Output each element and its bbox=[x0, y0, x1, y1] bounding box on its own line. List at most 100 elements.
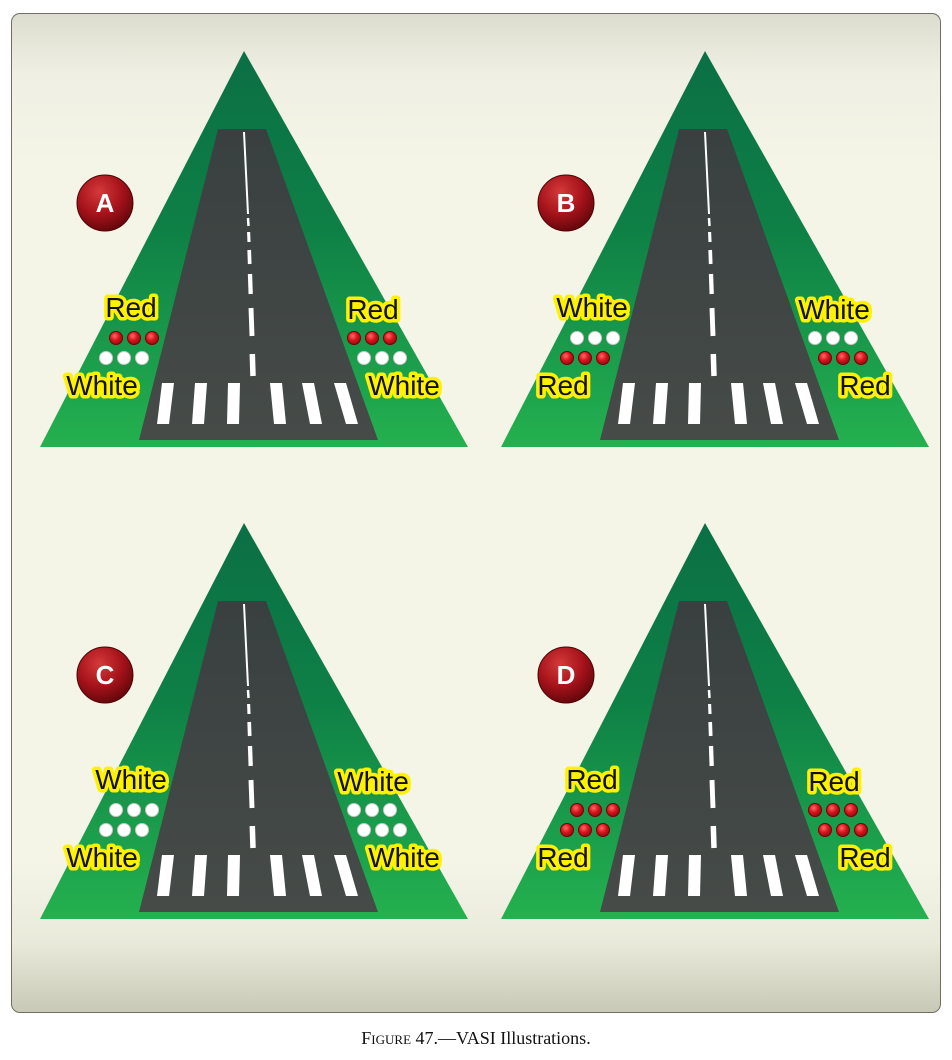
centerline-dash bbox=[707, 217, 711, 227]
left-upper-label: Red bbox=[566, 764, 617, 795]
threshold-bar bbox=[334, 855, 358, 896]
right-lower-light bbox=[854, 823, 868, 837]
right-lower-light bbox=[393, 351, 407, 365]
centerline-dash bbox=[249, 353, 256, 377]
panel-letter-badge bbox=[537, 646, 595, 704]
left-upper-light bbox=[606, 803, 620, 817]
centerline-dash bbox=[247, 273, 253, 295]
left-upper-label: White bbox=[95, 764, 167, 795]
runway-surface bbox=[139, 129, 378, 440]
right-upper-light bbox=[347, 331, 361, 345]
left-upper-light bbox=[145, 331, 159, 345]
left-upper-light bbox=[145, 803, 159, 817]
left-lower-light bbox=[117, 823, 131, 837]
left-lower-light bbox=[560, 823, 574, 837]
threshold-bar bbox=[653, 855, 668, 896]
runway-centerline bbox=[243, 131, 249, 215]
threshold-bar bbox=[192, 855, 207, 896]
right-upper-label: Red bbox=[808, 766, 859, 797]
right-lower-label: Red bbox=[839, 842, 890, 873]
centerline-dash bbox=[248, 779, 255, 809]
right-lower-light bbox=[836, 351, 850, 365]
right-lower-light bbox=[818, 823, 832, 837]
threshold-bar bbox=[688, 855, 701, 896]
vasi-illustration-scene: ARedWhiteRedWhiteBWhiteRedWhiteRedCWhite… bbox=[40, 51, 929, 919]
left-upper-label: White bbox=[556, 292, 628, 323]
right-upper-label: Red bbox=[347, 294, 398, 325]
right-lower-light bbox=[854, 351, 868, 365]
centerline-dash bbox=[247, 721, 252, 737]
threshold-bar bbox=[302, 383, 322, 424]
left-lower-light bbox=[135, 351, 149, 365]
left-upper-light bbox=[127, 331, 141, 345]
runway-surface bbox=[600, 601, 839, 912]
left-upper-light bbox=[588, 803, 602, 817]
threshold-bar bbox=[302, 855, 322, 896]
threshold-bar bbox=[795, 383, 819, 424]
right-upper-light bbox=[383, 331, 397, 345]
runway-centerline bbox=[243, 603, 249, 687]
centerline-dash bbox=[709, 307, 716, 337]
left-upper-light bbox=[127, 803, 141, 817]
panel-letter-badge bbox=[76, 646, 134, 704]
runway-surface bbox=[139, 601, 378, 912]
left-upper-label: Red bbox=[105, 292, 156, 323]
centerline-dash bbox=[710, 825, 717, 849]
left-lower-light bbox=[99, 823, 113, 837]
threshold-bar bbox=[192, 383, 207, 424]
left-lower-label: White bbox=[66, 370, 138, 401]
threshold-bar bbox=[157, 855, 174, 896]
centerline-dash bbox=[708, 721, 713, 737]
right-lower-light bbox=[393, 823, 407, 837]
left-lower-light bbox=[596, 351, 610, 365]
panel-letter-badge bbox=[537, 174, 595, 232]
left-lower-light bbox=[578, 823, 592, 837]
centerline-dash bbox=[708, 745, 714, 767]
centerline-dash bbox=[249, 825, 256, 849]
threshold-bar bbox=[653, 383, 668, 424]
left-lower-light bbox=[135, 823, 149, 837]
left-upper-light bbox=[570, 331, 584, 345]
centerline-dash bbox=[247, 249, 252, 265]
right-lower-label: White bbox=[368, 370, 440, 401]
threshold-bar bbox=[763, 383, 783, 424]
centerline-dash bbox=[709, 779, 716, 809]
right-lower-light bbox=[375, 823, 389, 837]
panel-letter: B bbox=[557, 188, 576, 218]
left-upper-light bbox=[109, 803, 123, 817]
right-lower-light bbox=[357, 823, 371, 837]
centerline-dash bbox=[248, 307, 255, 337]
threshold-bar bbox=[157, 383, 174, 424]
figure-caption: Figure 47.—VASI Illustrations. bbox=[0, 1028, 952, 1049]
runway-centerline bbox=[704, 131, 710, 215]
threshold-bar bbox=[618, 855, 635, 896]
centerline-dash bbox=[247, 745, 253, 767]
threshold-bar bbox=[334, 383, 358, 424]
centerline-dash bbox=[246, 689, 250, 699]
left-lower-light bbox=[117, 351, 131, 365]
right-lower-light bbox=[836, 823, 850, 837]
left-lower-label: Red bbox=[537, 370, 588, 401]
runway-centerline bbox=[704, 603, 710, 687]
panel-letter: A bbox=[96, 188, 115, 218]
threshold-bar bbox=[227, 383, 240, 424]
threshold-bar bbox=[227, 855, 240, 896]
left-upper-light bbox=[606, 331, 620, 345]
caption-prefix: Figure 47. bbox=[361, 1028, 439, 1048]
runway-surface bbox=[600, 129, 839, 440]
right-lower-light bbox=[357, 351, 371, 365]
caption-text: —VASI Illustrations. bbox=[438, 1028, 591, 1048]
threshold-bar bbox=[763, 855, 783, 896]
left-upper-light bbox=[570, 803, 584, 817]
centerline-dash bbox=[708, 249, 713, 265]
right-lower-label: White bbox=[368, 842, 440, 873]
right-upper-light bbox=[383, 803, 397, 817]
left-lower-label: Red bbox=[537, 842, 588, 873]
threshold-bar bbox=[270, 855, 286, 896]
threshold-bar bbox=[270, 383, 286, 424]
right-upper-light bbox=[844, 803, 858, 817]
right-upper-light bbox=[365, 803, 379, 817]
